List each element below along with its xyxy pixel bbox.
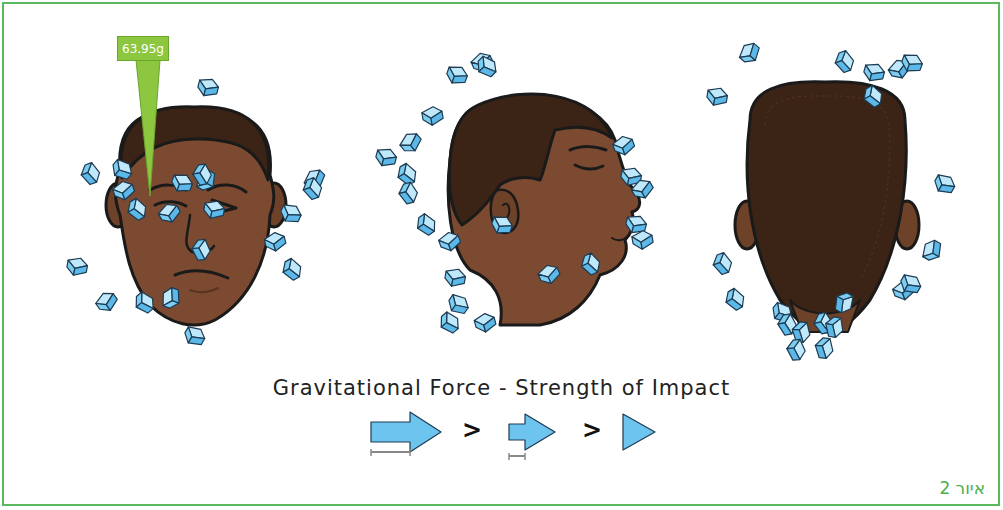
profile-head [448,94,639,325]
frame-border [3,3,999,505]
figure-caption: איור 2 [939,478,985,498]
strength-scale [371,412,655,460]
force-value: 63.95g [122,42,164,56]
callout-tag: 63.95g [117,36,169,61]
front-head [106,107,286,325]
comparison-sign: > [462,416,482,444]
ice-fragments [66,40,958,361]
comparison-sign: > [582,416,602,444]
callout-pointer [136,60,160,196]
back-head [735,82,919,332]
figure-title: Gravitational Force - Strength of Impact [0,376,1003,400]
